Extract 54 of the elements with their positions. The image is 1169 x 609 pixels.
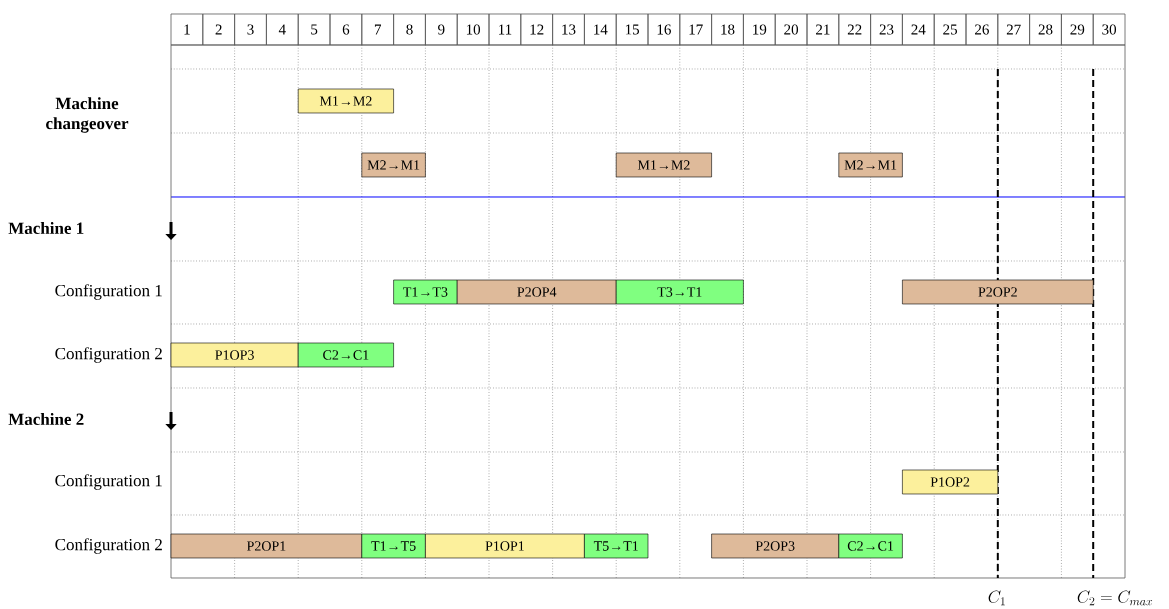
time-label: $C_1$	[988, 590, 1005, 606]
header-cell: 9	[425, 13, 458, 46]
row-label: Configuration 1	[55, 284, 162, 300]
row-label: Configuration 1	[55, 474, 162, 490]
task-bar: P2OP2	[902, 279, 1094, 305]
row-label: Machine changeover	[46, 97, 129, 133]
header-cell: 22	[838, 13, 871, 46]
task-bar: C2→C1	[838, 533, 903, 559]
task-bar: M1→M2	[615, 152, 712, 178]
task-bar: M1→M2	[297, 88, 394, 114]
header-cell: 24	[902, 13, 935, 46]
header-cell: 14	[584, 13, 617, 46]
task-bar: P1OP1	[425, 533, 585, 559]
task-bar: T5→T1	[584, 533, 649, 559]
task-bar: P2OP3	[711, 533, 840, 559]
header-cell: 16	[647, 13, 681, 46]
header-cell: 10	[456, 13, 490, 46]
header-cell: 11	[488, 13, 522, 46]
header-cell: 8	[393, 13, 426, 46]
header-cell: 5	[297, 13, 331, 46]
header-cell: 3	[234, 13, 267, 46]
header-cell: 2	[202, 13, 235, 46]
header-cell: 4	[266, 13, 299, 46]
header-cell: 28	[1029, 13, 1062, 46]
header-cell: 23	[870, 13, 903, 46]
header-cell: 25	[933, 13, 967, 46]
task-bar: M2→M1	[838, 152, 903, 178]
header-cell: 12	[520, 13, 553, 46]
header-cell: 29	[1061, 13, 1094, 46]
time-label: $C_2 = C_{max}$	[1077, 590, 1153, 606]
header-cell: 27	[997, 13, 1030, 46]
header-cell: 1	[170, 13, 204, 46]
row-label: Machine 2	[8, 413, 84, 425]
header-cell: 19	[743, 13, 776, 46]
task-bar: P1OP3	[170, 342, 299, 368]
task-bar: T1→T3	[393, 279, 458, 305]
header-cell: 13	[552, 13, 585, 46]
task-bar: P2OP4	[456, 279, 617, 305]
header-cell: 6	[329, 13, 363, 46]
header-cell: 15	[615, 13, 649, 46]
header-cell: 30	[1092, 13, 1126, 46]
row-label: Machine 1	[8, 222, 84, 234]
task-bar: C2→C1	[297, 342, 394, 368]
header-cell: 20	[774, 13, 808, 46]
task-bar: M2→M1	[361, 152, 426, 178]
task-bar: T3→T1	[615, 279, 744, 305]
header-cell: 7	[361, 13, 394, 46]
header-cell: 26	[965, 13, 999, 46]
task-bar: T1→T5	[361, 533, 426, 559]
header-cell: 18	[711, 13, 744, 46]
task-bar: P2OP1	[170, 533, 363, 559]
task-bar: P1OP2	[902, 469, 999, 495]
header-cell: 17	[679, 13, 712, 46]
header-cell: 21	[806, 13, 840, 46]
